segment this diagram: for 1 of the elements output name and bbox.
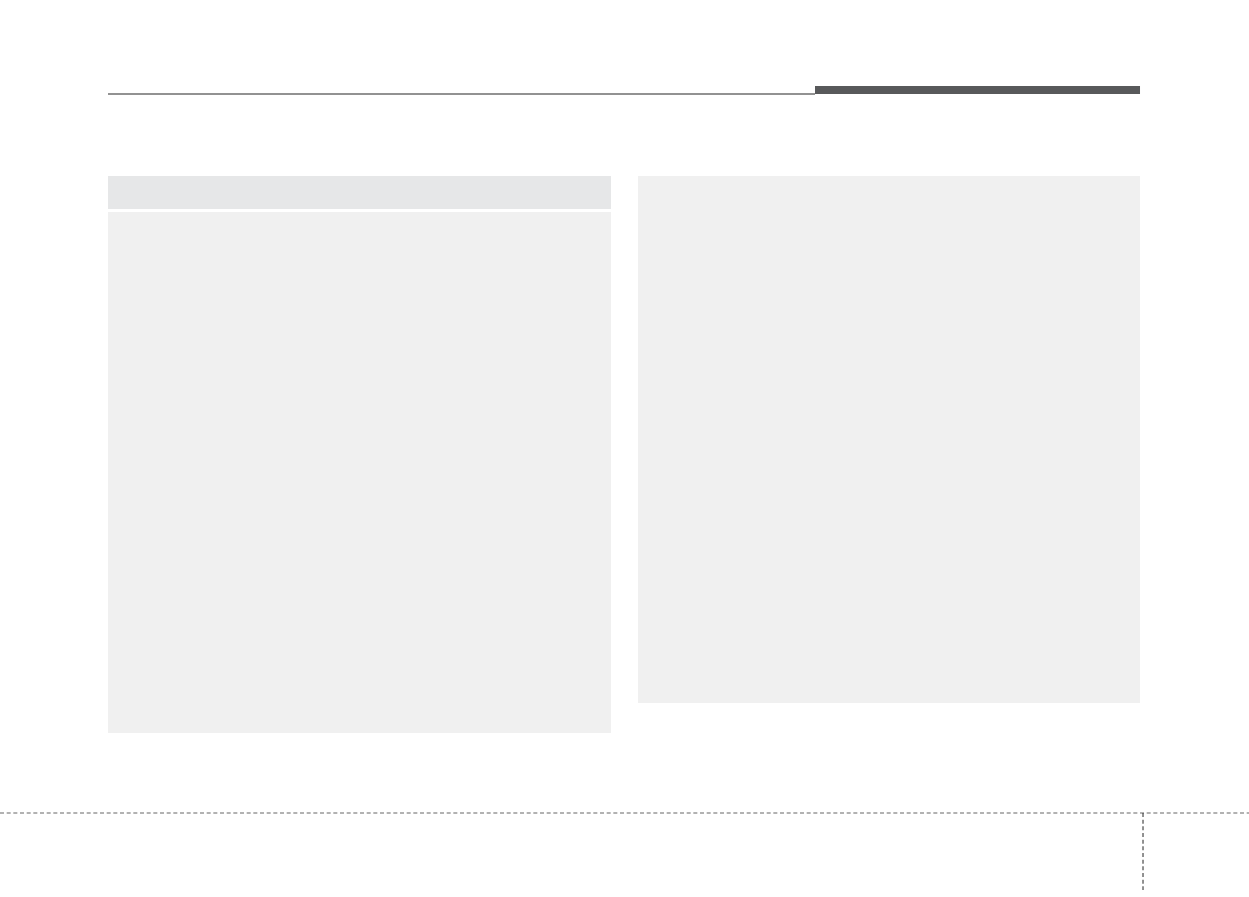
- header-band: [108, 176, 611, 209]
